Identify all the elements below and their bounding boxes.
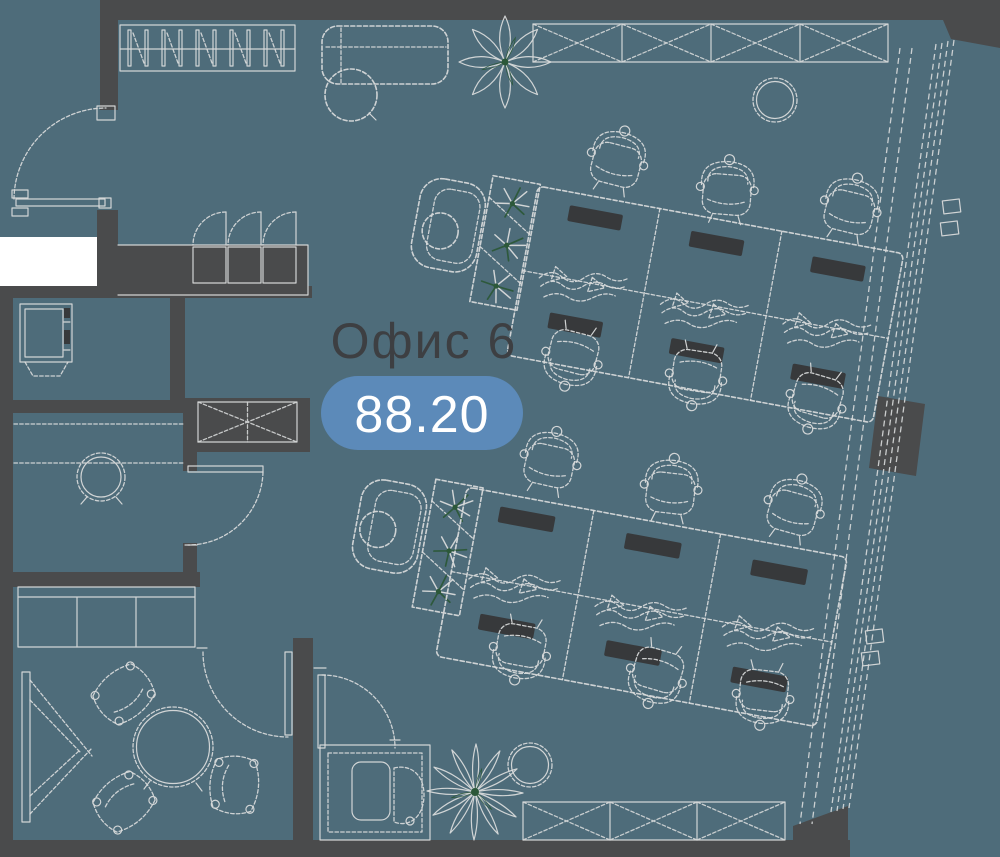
cabinet-row xyxy=(17,586,196,648)
kitchenette xyxy=(13,303,184,505)
stool xyxy=(76,452,126,505)
coat-rack xyxy=(119,24,296,72)
entrance-door xyxy=(11,107,112,217)
storage-cabinet-top xyxy=(532,23,889,63)
toilet-icon xyxy=(351,761,425,826)
locker-cabinet xyxy=(117,211,309,296)
sofa xyxy=(321,25,449,85)
pouf xyxy=(324,68,378,122)
wall-screen xyxy=(21,671,93,823)
desk-cluster-2 xyxy=(348,419,861,735)
planter xyxy=(411,478,484,617)
desk-cluster-1 xyxy=(406,117,918,444)
built-in-wardrobe xyxy=(197,401,298,443)
wc xyxy=(313,667,431,841)
area-value: 88.20 xyxy=(354,386,489,444)
storage-cabinet-bottom xyxy=(522,801,786,841)
structural-column xyxy=(869,396,925,476)
planter xyxy=(469,174,542,312)
side-table xyxy=(507,742,553,788)
wc-door xyxy=(313,667,401,749)
meeting-room xyxy=(17,586,293,840)
unit-label: Офис 6 xyxy=(331,313,518,369)
pouf xyxy=(358,510,397,549)
fridge-icon xyxy=(19,303,73,377)
pantry-door xyxy=(184,465,264,546)
meeting-table xyxy=(132,706,214,792)
palm-plant xyxy=(426,743,524,841)
meeting-door xyxy=(196,647,293,738)
area-badge[interactable]: 88.20 xyxy=(321,376,523,450)
round-table xyxy=(752,77,798,123)
exterior-notch xyxy=(0,237,97,286)
counter xyxy=(13,423,184,464)
pouf xyxy=(421,212,459,250)
glass-facade xyxy=(799,39,962,825)
plant xyxy=(458,15,552,109)
